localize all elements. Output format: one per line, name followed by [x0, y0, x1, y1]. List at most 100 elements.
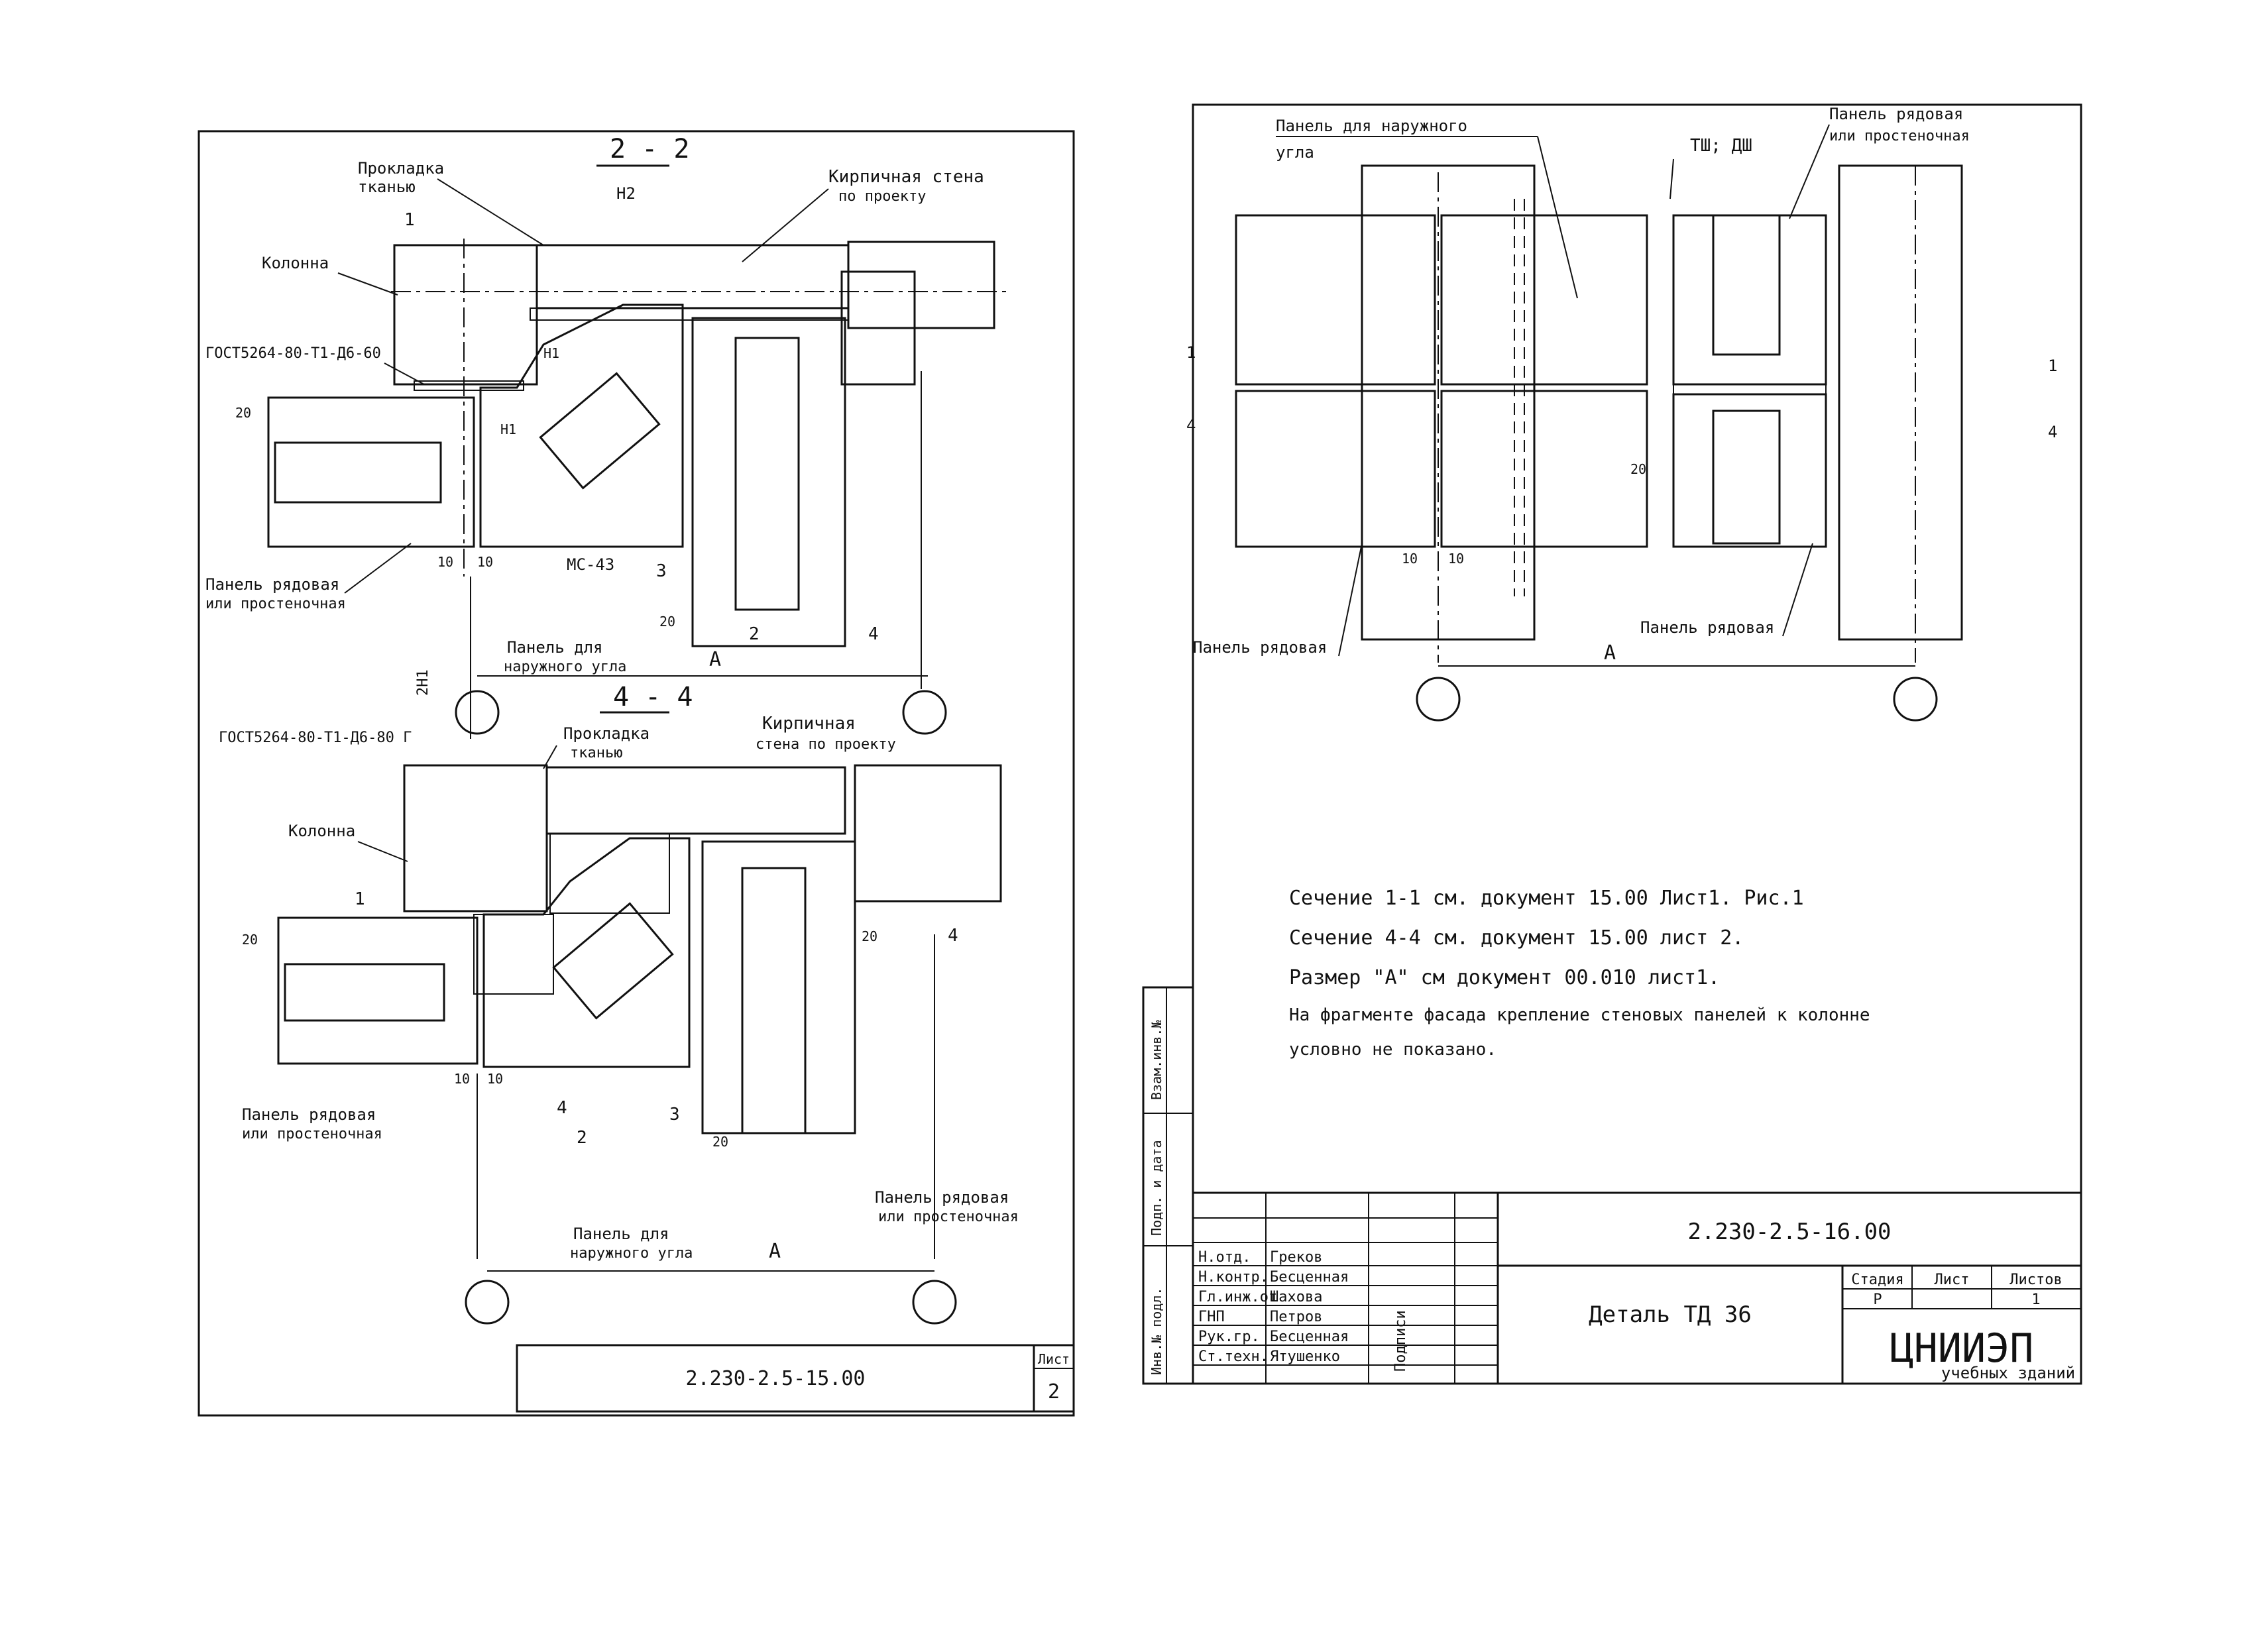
- label-tsh: ТШ; ДШ: [1690, 136, 1752, 156]
- notes: Сечение 1-1 см. документ 15.00 Лист1. Ри…: [1289, 887, 1870, 1060]
- label-n1: Н1: [543, 345, 559, 361]
- label-dim10a-4: 10: [454, 1071, 470, 1087]
- label-brick-wall: Кирпичная стена: [828, 167, 984, 187]
- axis-circle-left: [455, 690, 500, 735]
- note-1: Сечение 1-1 см. документ 15.00 Лист1. Ри…: [1289, 887, 1804, 910]
- role-3: ГНП: [1198, 1309, 1225, 1325]
- label-facade-row-br: Панель рядовая: [1640, 618, 1774, 637]
- label-brick-4: Кирпичная: [762, 714, 856, 734]
- row-panel-right: [691, 317, 846, 647]
- org-name: ЦНИИЭП: [1890, 1325, 2034, 1372]
- label-num1-4: 1: [355, 889, 365, 909]
- stamp-vzam: Взам.инв.№: [1149, 1020, 1164, 1100]
- label-mark1-left: 1: [1186, 343, 1196, 362]
- label-panelrowr2-4: или простеночная: [878, 1209, 1019, 1225]
- label-facade-dim10b: 10: [1448, 551, 1464, 567]
- label-axis-a: А: [709, 648, 721, 671]
- note-5: условно не показано.: [1289, 1040, 1497, 1060]
- sheets-value: 1: [2031, 1292, 2040, 1308]
- label-brick-4b: стена по проекту: [756, 736, 896, 753]
- label-dim10b-4: 10: [487, 1071, 503, 1087]
- label-dim20b-4: 20: [862, 928, 877, 944]
- label-facade-panel-row: Панель рядовая: [1829, 105, 1963, 123]
- label-num2-4: 2: [577, 1128, 587, 1148]
- label-column: Колонна: [262, 254, 329, 272]
- name-2: Шахова: [1270, 1289, 1322, 1305]
- left-doc-code: 2.230-2.5-15.00: [686, 1367, 866, 1390]
- label-num4b-4: 4: [557, 1098, 567, 1118]
- label-num4-4: 4: [948, 926, 958, 946]
- label-panelrow2-4: или простеночная: [242, 1126, 382, 1142]
- column-block-4: [403, 764, 548, 912]
- label-panelcorner-4: Панель для: [573, 1225, 669, 1243]
- label-n2: Н2: [616, 184, 636, 203]
- label-num-4: 4: [868, 624, 879, 644]
- label-n1b: Н1: [500, 421, 516, 437]
- brick-wall-4: [545, 766, 846, 835]
- label-2n1: 2Н1: [415, 669, 431, 696]
- left-title-block: 2.230-2.5-15.00 Лист 2: [516, 1344, 1075, 1413]
- name-4: Бесценная: [1270, 1329, 1349, 1345]
- right-title-block: Н.отд. Греков Н.контр. Бесценная Гл.инж.…: [1192, 1191, 2082, 1385]
- label-panelrowr-4: Панель рядовая: [875, 1188, 1009, 1207]
- label-facade-dim10a: 10: [1402, 551, 1418, 567]
- left-sheet-frame: [198, 130, 1075, 1417]
- label-axisa-4: А: [769, 1240, 781, 1263]
- label-panel-corner: Панель для: [507, 638, 603, 657]
- role-1: Н.контр.: [1198, 1269, 1269, 1286]
- label-facade-panel-row-2: или простеночная: [1829, 128, 1970, 144]
- label-gost-bottom: ГОСТ5264-80-Т1-Д6-80 Г: [219, 730, 412, 746]
- name-3: Петров: [1270, 1309, 1322, 1325]
- label-ms43: МС-43: [567, 555, 614, 574]
- note-4: На фрагменте фасада крепление стеновых п…: [1289, 1005, 1870, 1025]
- label-panel-row: Панель рядовая: [205, 575, 339, 594]
- side-stamp: Взам.инв.№ Подп. и дата Инв.№ подл.: [1142, 986, 1194, 1385]
- facade-fragment: Панель для наружного угла ТШ; ДШ Панель …: [1186, 105, 2057, 722]
- note-2: Сечение 4-4 см. документ 15.00 лист 2.: [1289, 926, 1744, 950]
- label-mark1-right: 1: [2048, 357, 2057, 375]
- label-column-4: Колонна: [288, 822, 355, 840]
- role-5: Ст.техн.: [1198, 1349, 1269, 1365]
- label-dim-10b: 10: [477, 554, 493, 570]
- label-mark4-left: 4: [1186, 416, 1196, 435]
- label-gasket: Прокладка: [358, 159, 444, 178]
- label-num-3: 3: [656, 561, 667, 581]
- note-3: Размер "А" см документ 00.010 лист1.: [1289, 966, 1720, 989]
- label-gasket-2: тканью: [358, 178, 416, 196]
- label-facade-dim20: 20: [1630, 461, 1646, 477]
- column-block: [393, 244, 538, 386]
- section-2-2: 2 - 2 Прокладка тк: [205, 134, 1007, 746]
- label-outer-corner-2: угла: [1276, 143, 1314, 162]
- right-doc-code: 2.230-2.5-16.00: [1687, 1219, 1891, 1245]
- label-dim-10a: 10: [437, 554, 453, 570]
- label-dim20-4: 20: [242, 932, 258, 948]
- sign-label: Подписи: [1392, 1310, 1409, 1372]
- label-mark4-right: 4: [2048, 423, 2057, 441]
- name-1: Бесценная: [1270, 1269, 1349, 1286]
- brick-wall: [536, 244, 850, 309]
- label-facade-axis-a: А: [1604, 641, 1616, 665]
- stage-value: Р: [1873, 1292, 1882, 1308]
- label-panelrow-4: Панель рядовая: [242, 1105, 376, 1124]
- label-gost-top: ГОСТ5264-80-Т1-Д6-60: [205, 345, 381, 362]
- role-2: Гл.инж.от: [1198, 1289, 1277, 1305]
- section-4-4-title: 4 - 4: [613, 682, 693, 712]
- left-sheet-label: Лист: [1038, 1351, 1070, 1367]
- label-brick-wall-2: по проекту: [838, 188, 926, 205]
- axis-circle-right: [902, 690, 947, 735]
- label-panel-row-2: или простеночная: [205, 596, 346, 612]
- stamp-inv: Инв.№ подл.: [1149, 1288, 1164, 1375]
- label-panel-corner-2: наружного угла: [504, 659, 626, 675]
- label-dim-20b: 20: [659, 614, 675, 630]
- right-title: Деталь ТД 36: [1589, 1301, 1752, 1328]
- role-4: Рук.гр.: [1198, 1329, 1260, 1345]
- stage-label: Стадия: [1851, 1272, 1903, 1288]
- sheets-label: Листов: [2009, 1272, 2062, 1288]
- label-dim20c-4: 20: [712, 1134, 728, 1150]
- insulation-left: [274, 441, 442, 504]
- label-gasket-4: Прокладка: [563, 724, 650, 743]
- label-panelcorner2-4: наружного угла: [570, 1245, 693, 1262]
- row-panel-left: [267, 396, 475, 548]
- label-num3-4: 3: [669, 1105, 680, 1125]
